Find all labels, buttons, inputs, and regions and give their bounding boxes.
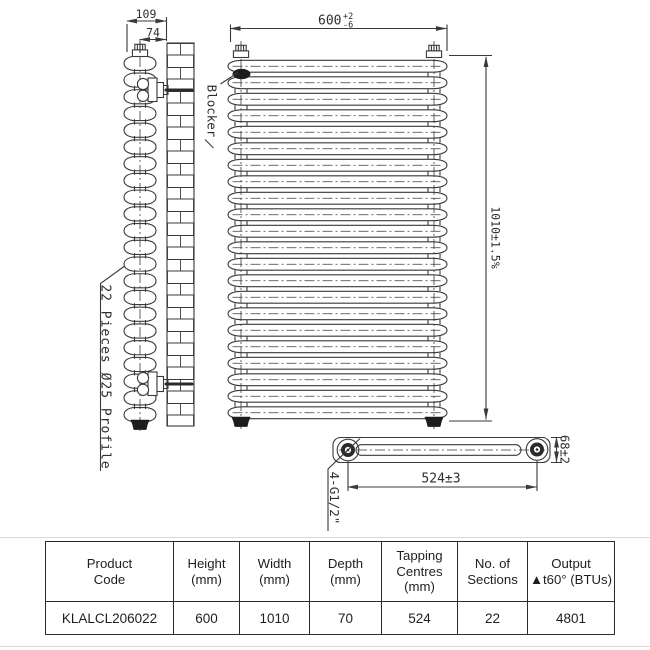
dim-74: 74 xyxy=(139,26,167,53)
cell-product-code: KLALCL206022 xyxy=(45,601,174,635)
cell-height: 600 xyxy=(173,601,240,635)
front-right-top-cap xyxy=(425,44,443,59)
col-header-product-code: Product Code xyxy=(45,541,174,602)
tapping-label-text: 4-G1/2" xyxy=(327,472,342,525)
col-header-height: Height (mm) xyxy=(173,541,240,602)
col-header-depth: Depth (mm) xyxy=(309,541,382,602)
cell-depth: 70 xyxy=(309,601,382,635)
profile-label-text: 22 Pieces Ø25 Profile xyxy=(98,284,113,469)
cell-width: 1010 xyxy=(239,601,310,635)
table-data-row: KLALCL206022 600 1010 70 524 22 4801 xyxy=(45,601,615,635)
side-view: 109 74 22 Pieces Ø25 Profile xyxy=(98,7,195,471)
spec-table: Product Code Height (mm) Width (mm) Dept… xyxy=(45,541,615,635)
dim-600-tol-upper: +2 xyxy=(343,12,353,22)
dim-600: 600 +2 -6 xyxy=(229,12,448,51)
cell-output: 4801 xyxy=(527,601,615,635)
dim-1010: 1010±1.5% xyxy=(449,54,503,422)
dim-524-text: 524±3 xyxy=(421,472,460,487)
dim-600-tol-lower: -6 xyxy=(343,21,353,31)
col-header-width: Width (mm) xyxy=(239,541,310,602)
side-bottom-foot xyxy=(130,419,150,430)
front-left-foot xyxy=(231,416,251,427)
col-header-output: Output ▲t60° (BTUs) xyxy=(527,541,615,602)
dim-109-text: 109 xyxy=(136,7,157,21)
front-right-foot xyxy=(424,416,444,427)
right-tapping-boss xyxy=(525,438,549,461)
dim-68-text: 68±2 xyxy=(558,435,572,464)
front-left-top-cap xyxy=(232,44,250,59)
radiator-front-sections xyxy=(227,59,448,420)
plan-view: 4-G1/2" 524±3 68±2 xyxy=(327,435,572,531)
dim-600-text: 600 xyxy=(318,14,341,29)
tapping-label: 4-G1/2" xyxy=(327,438,361,531)
brick-wall-outline xyxy=(166,42,195,427)
dim-1010-text: 1010±1.5% xyxy=(489,206,503,268)
blocker-label-text: Blocker xyxy=(205,85,220,138)
bottom-view-bar xyxy=(332,436,551,464)
blocker-plug xyxy=(232,68,251,80)
cell-sections: 22 xyxy=(457,601,528,635)
col-header-tapping-centres: Tapping Centres (mm) xyxy=(381,541,458,602)
dim-68: 68±2 xyxy=(551,435,572,464)
col-header-sections: No. of Sections xyxy=(457,541,528,602)
dim-74-text: 74 xyxy=(146,26,160,40)
dim-109: 109 xyxy=(126,7,168,52)
blocker-label: Blocker xyxy=(205,72,239,149)
spec-table-grid: Product Code Height (mm) Width (mm) Dept… xyxy=(45,541,615,635)
profile-label: 22 Pieces Ø25 Profile xyxy=(98,266,125,471)
front-view: Blocker 600 +2 -6 1010±1.5% xyxy=(205,12,503,431)
table-header-row: Product Code Height (mm) Width (mm) Dept… xyxy=(45,541,615,602)
brick-wall xyxy=(167,43,194,426)
front-centerlines xyxy=(240,41,435,431)
cell-tapping-centres: 524 xyxy=(381,601,458,635)
dim-524: 524±3 xyxy=(347,461,538,491)
